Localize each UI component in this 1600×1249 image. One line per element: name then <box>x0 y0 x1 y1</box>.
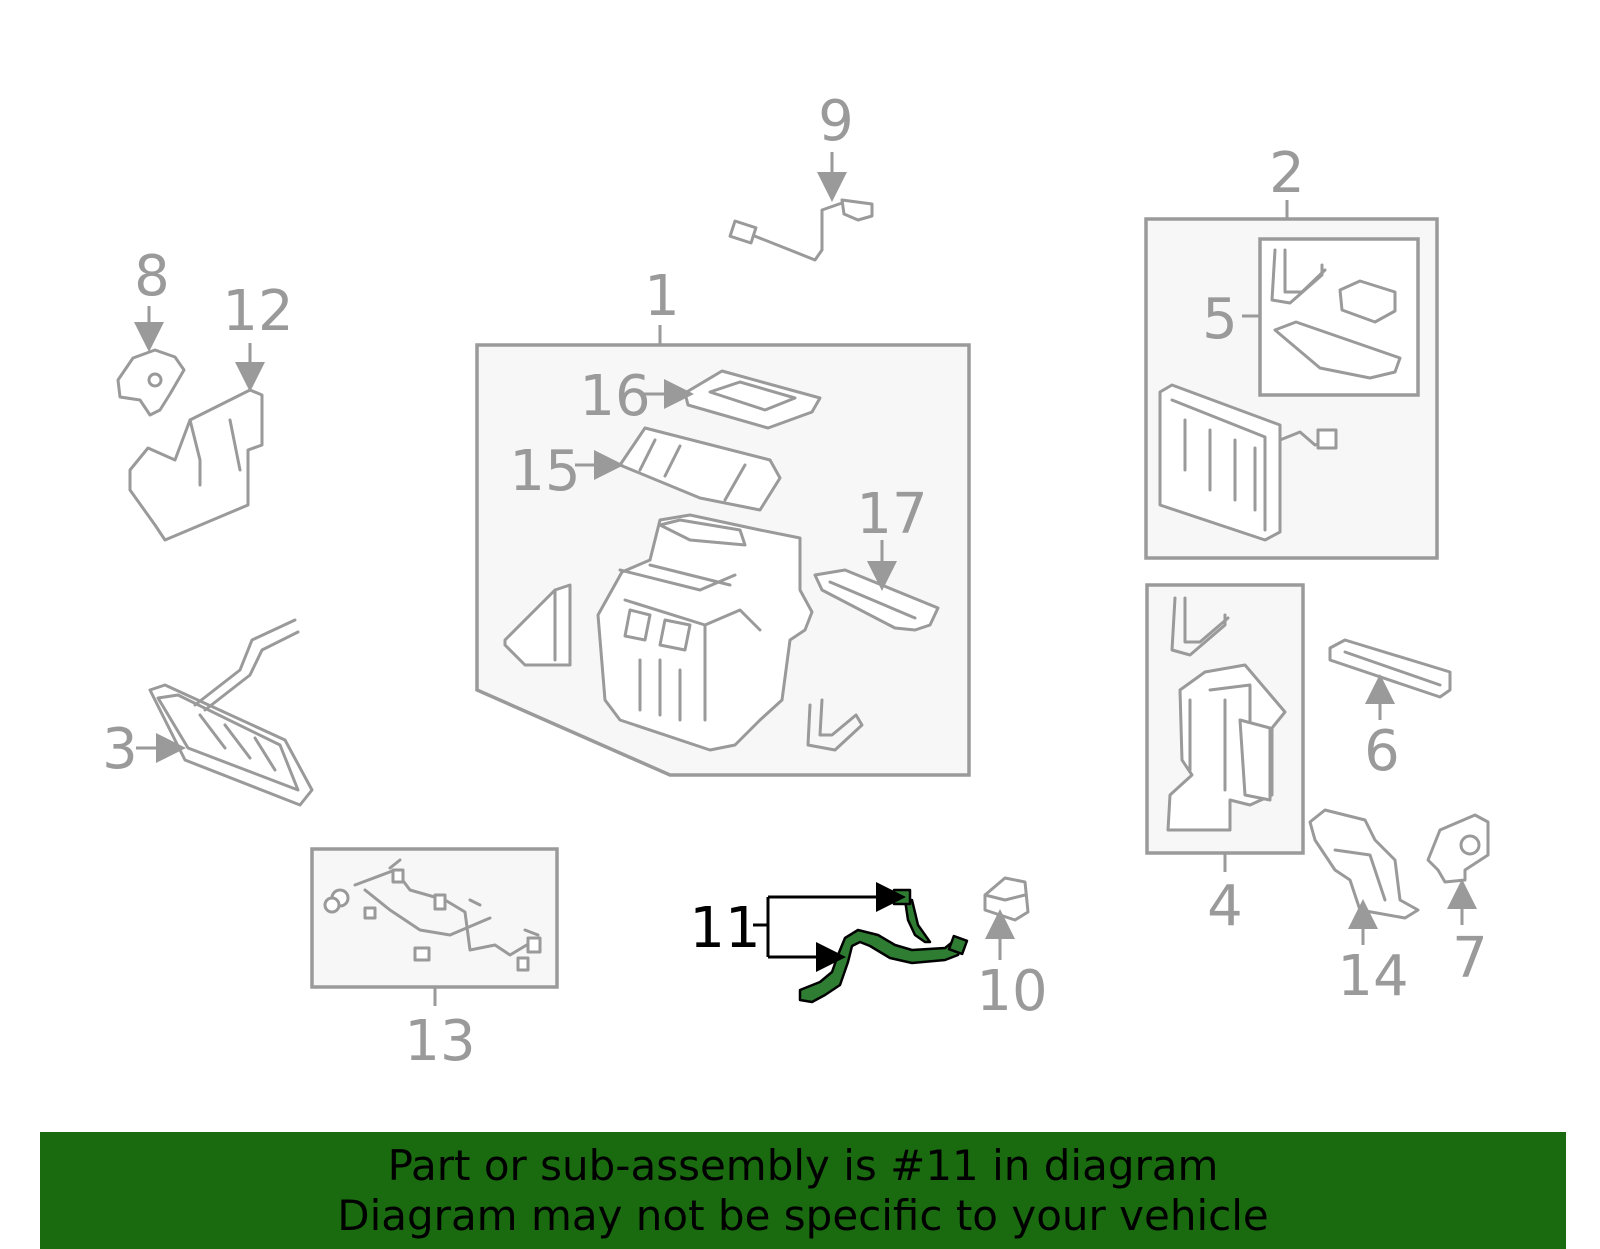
callout-10: 10 <box>976 959 1047 1024</box>
callout-3: 3 <box>102 717 138 782</box>
banner-line-1: Part or sub-assembly is #11 in diagram <box>387 1140 1219 1190</box>
callout-13: 13 <box>404 1009 475 1074</box>
part-10-clip <box>983 876 1030 922</box>
callout-7: 7 <box>1452 926 1488 991</box>
callout-9: 9 <box>818 89 854 154</box>
part-6-duct <box>1328 638 1452 699</box>
callout-5: 5 <box>1202 287 1238 352</box>
part-16-filter-lid <box>683 369 822 430</box>
part-13-wire-harness <box>323 858 542 972</box>
callout-16: 16 <box>579 364 650 429</box>
callout-1: 1 <box>644 264 680 329</box>
part-15-filter <box>618 426 782 512</box>
part-17-duct <box>813 568 940 632</box>
part-2-evaporator <box>1158 383 1338 542</box>
part-5-pipe-set <box>1270 248 1402 380</box>
part-4-blower-housing <box>1166 596 1287 832</box>
part-1-hvac-unit <box>503 513 864 752</box>
part-3-heater-core <box>148 618 314 807</box>
callout-17: 17 <box>856 482 927 547</box>
callout-4: 4 <box>1207 874 1243 939</box>
callout-11-leader <box>753 882 906 972</box>
part-11-drain-hose <box>798 888 969 1004</box>
callout-11: 11 <box>689 896 760 961</box>
callout-12: 12 <box>222 279 293 344</box>
callout-6: 6 <box>1364 719 1400 784</box>
callout-8: 8 <box>134 244 170 309</box>
callout-2: 2 <box>1269 141 1305 206</box>
part-8-actuator <box>116 348 186 417</box>
part-12-duct <box>128 388 264 542</box>
part-14-duct <box>1308 808 1420 920</box>
callout-15: 15 <box>509 439 580 504</box>
banner-line-2: Diagram may not be specific to your vehi… <box>337 1190 1269 1240</box>
part-9-sensor <box>728 198 874 262</box>
notice-banner: Part or sub-assembly is #11 in diagram D… <box>40 1132 1566 1249</box>
callout-14: 14 <box>1337 944 1408 1009</box>
part-7-actuator <box>1426 813 1490 884</box>
group-box-13 <box>310 847 559 989</box>
